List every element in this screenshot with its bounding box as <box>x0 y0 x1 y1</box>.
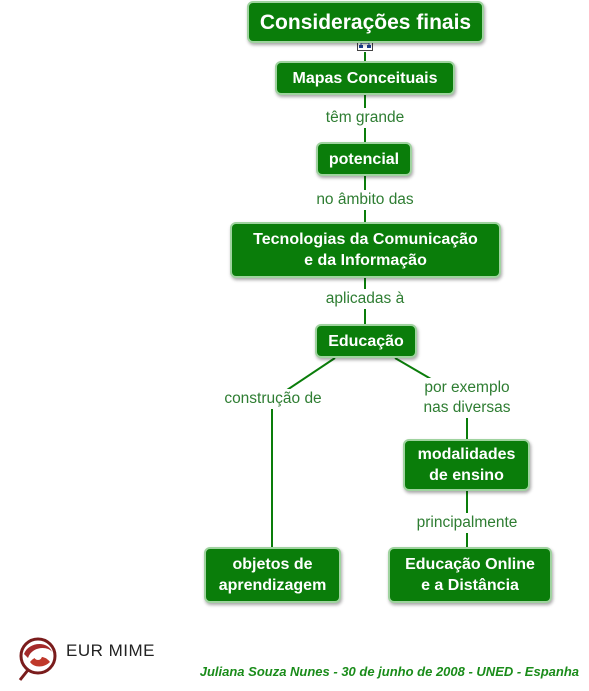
link-construcao-de: construção de <box>211 389 335 409</box>
concept-consideracoes-finais[interactable]: Considerações finais <box>247 1 484 43</box>
concept-tic[interactable]: Tecnologias da Comunicação e da Informaç… <box>230 222 501 278</box>
concept-modalidades-de-ensino[interactable]: modalidades de ensino <box>403 439 530 491</box>
euromime-logo-icon <box>14 632 62 682</box>
link-principalmente: principalmente <box>402 513 532 533</box>
link-por-exemplo: por exemplo nas diversas <box>408 378 526 418</box>
link-aplicadas-a: aplicadas à <box>313 289 417 309</box>
footer-credit: Juliana Souza Nunes - 30 de junho de 200… <box>199 664 579 679</box>
link-tem-grande: têm grande <box>313 108 417 128</box>
concept-potencial[interactable]: potencial <box>316 142 412 176</box>
euromime-logo-text: EUR MIME <box>66 641 155 660</box>
concept-mapas-conceituais[interactable]: Mapas Conceituais <box>275 61 455 95</box>
concept-educacao[interactable]: Educação <box>315 324 417 358</box>
link-no-ambito-das: no âmbito das <box>302 190 428 210</box>
concept-educacao-online[interactable]: Educação Online e a Distância <box>388 547 552 603</box>
concept-objetos-de-aprendizagem[interactable]: objetos de aprendizagem <box>204 547 341 603</box>
